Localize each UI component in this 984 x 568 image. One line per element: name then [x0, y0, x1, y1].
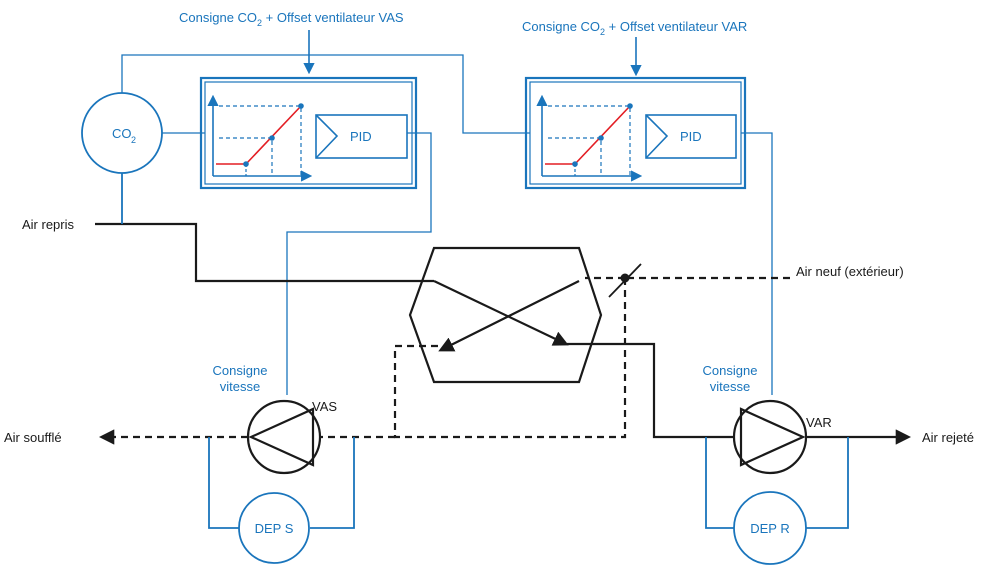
var-fan-label: VAR	[806, 415, 832, 430]
pid-label-vas: PID	[350, 129, 372, 144]
consigne-vitesse-vas-line1: Consigne	[213, 363, 268, 378]
control-curve-vas	[207, 94, 313, 182]
pid-label-var: PID	[680, 129, 702, 144]
damper-icon	[608, 263, 642, 298]
controller-vas: PID	[199, 76, 418, 190]
heat-exchanger-icon	[408, 246, 603, 384]
dep-r-sensor: DEP R	[705, 437, 849, 565]
dep-s-label: DEP S	[255, 521, 294, 536]
consigne-vitesse-vas-line2: vitesse	[220, 379, 260, 394]
consigne-vitesse-var-line2: vitesse	[710, 379, 750, 394]
air-neuf-label: Air neuf (extérieur)	[796, 264, 904, 279]
co2-sensor-label: CO	[112, 126, 132, 141]
svg-text:Consigne CO2 + Offset ventilat: Consigne CO2 + Offset ventilateur VAS	[179, 10, 404, 28]
air-ducts	[95, 173, 912, 445]
supply-fan-icon	[246, 399, 322, 475]
svg-text:Consigne CO2 + Offset ventilat: Consigne CO2 + Offset ventilateur VAR	[522, 19, 747, 37]
dep-r-label: DEP R	[750, 521, 790, 536]
pid-block-var: PID	[645, 114, 737, 159]
dep-s-sensor: DEP S	[208, 437, 355, 564]
air-repris-label: Air repris	[22, 217, 75, 232]
consigne-vitesse-var-line1: Consigne	[703, 363, 758, 378]
controller-var: PID	[524, 76, 747, 190]
control-curve-var	[536, 94, 643, 182]
setpoint-var-label: Consigne CO2 + Offset ventilateur VAR	[522, 19, 747, 37]
fresh-supply-air-dashed	[98, 276, 790, 445]
setpoint-vas-label: Consigne CO2 + Offset ventilateur VAS	[179, 10, 404, 28]
co2-sensor: CO 2	[81, 92, 163, 174]
vas-fan-label: VAS	[312, 399, 337, 414]
air-souffle-label: Air soufflé	[4, 430, 62, 445]
control-wiring	[121, 54, 773, 395]
air-rejete-label: Air rejeté	[922, 430, 974, 445]
return-fan-icon	[732, 399, 808, 475]
svg-text:2: 2	[131, 135, 136, 145]
pid-block-vas: PID	[315, 114, 408, 159]
